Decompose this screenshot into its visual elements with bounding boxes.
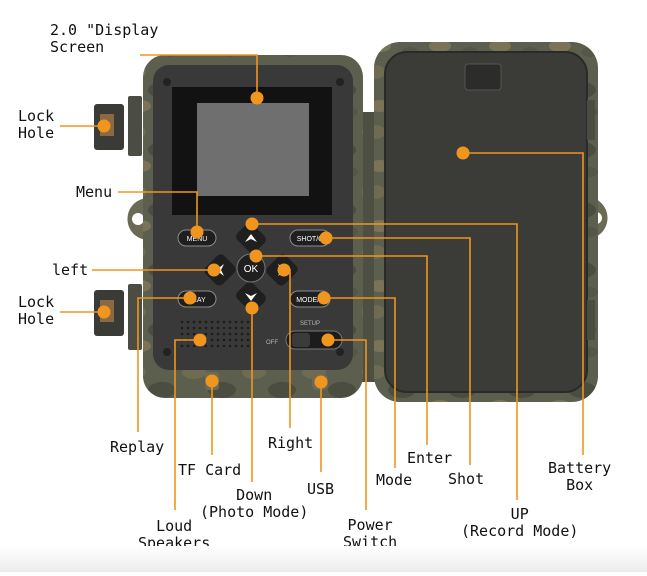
svg-text:SHOT/C: SHOT/C (297, 236, 323, 243)
marker-lock-hole-top (97, 119, 111, 133)
leader-menu (118, 191, 198, 232)
marker-left (207, 263, 221, 277)
leader-shot (326, 237, 471, 465)
callout-shot: Shot (448, 470, 485, 488)
callout-down: Down (Photo Mode) (200, 486, 309, 521)
marker-lock-hole-bottom (97, 305, 111, 319)
leader-replay (137, 297, 190, 432)
battery-box (384, 51, 588, 393)
callout-replay: Replay (110, 438, 165, 456)
leader-mode (324, 297, 396, 468)
callout-right: Right (268, 434, 314, 452)
bottom-fade (0, 546, 647, 572)
svg-text:OFF: OFF (266, 340, 278, 346)
marker-replay (183, 291, 197, 305)
marker-menu (190, 225, 204, 239)
callout-up: UP (Record Mode) (461, 505, 579, 540)
callout-mode: Mode (376, 471, 413, 489)
leader-loud-speakers (174, 339, 200, 510)
marker-battery-box (456, 146, 470, 160)
marker-enter (249, 249, 263, 263)
display-screen (197, 103, 309, 196)
svg-text:OK: OK (244, 264, 259, 275)
svg-text:SETUP: SETUP (300, 321, 320, 327)
leader-up (252, 223, 518, 500)
leader-battery-box (463, 152, 584, 455)
svg-text:MENU: MENU (187, 236, 208, 243)
marker-power-switch (321, 333, 335, 347)
callout-battery-box: Battery Box (548, 459, 612, 494)
marker-usb (314, 375, 328, 389)
callout-menu: Menu (76, 183, 113, 201)
callout-left: left (52, 261, 89, 279)
marker-right (277, 263, 291, 277)
marker-up (245, 217, 259, 231)
marker-display-screen (250, 91, 264, 105)
marker-loud-speakers (193, 333, 207, 347)
marker-tf-card (205, 374, 219, 388)
callout-usb: USB (307, 480, 335, 498)
leader-enter (256, 255, 428, 445)
callout-display-screen: 2.0 "Display Screen (50, 21, 159, 56)
up-button[interactable] (234, 221, 268, 255)
callout-lock-hole-bottom: Lock Hole (18, 293, 55, 328)
marker-down (245, 301, 259, 315)
svg-text:MODE/S: MODE/S (296, 297, 324, 304)
callout-markers (97, 91, 470, 389)
marker-mode (317, 291, 331, 305)
leader-power-switch (328, 339, 367, 510)
leader-display-screen (140, 54, 258, 98)
down-button[interactable] (234, 280, 268, 314)
marker-shot (319, 231, 333, 245)
svg-text:PLAY: PLAY (188, 297, 206, 304)
callout-enter: Enter (407, 449, 453, 467)
callout-tf-card: TF Card (178, 461, 242, 479)
mount-hole-left (132, 213, 144, 225)
callout-lock-hole-top: Lock Hole (18, 107, 55, 142)
